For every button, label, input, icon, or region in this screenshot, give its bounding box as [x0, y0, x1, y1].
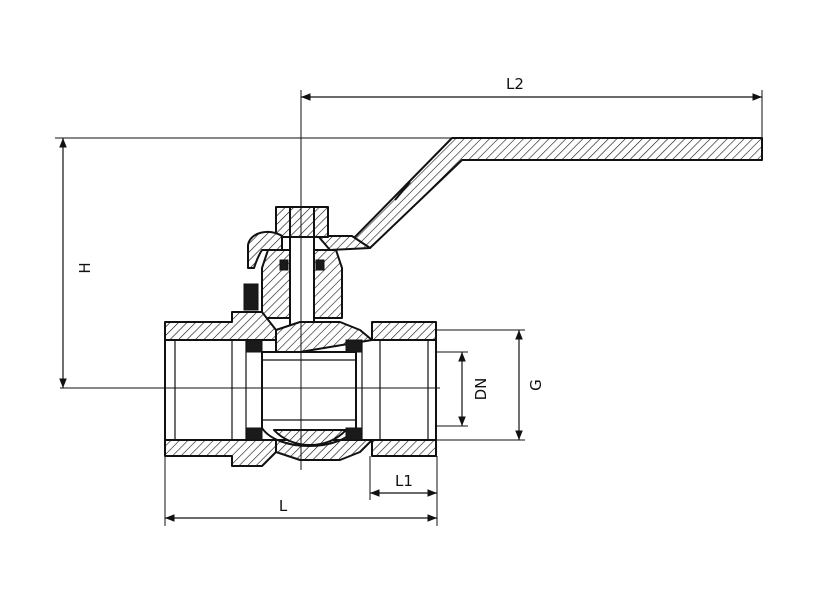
- center-lines: [60, 90, 440, 470]
- dimension-g: G: [436, 329, 545, 441]
- lever-handle: [317, 137, 763, 251]
- label-dn: DN: [472, 378, 490, 401]
- label-g: G: [527, 379, 545, 391]
- dimension-l: L: [164, 456, 438, 526]
- label-l: L: [279, 497, 288, 515]
- dimension-l2: L2: [301, 75, 763, 138]
- label-l2: L2: [506, 75, 524, 93]
- dimension-h: H: [55, 137, 452, 388]
- dimension-dn: DN: [436, 351, 490, 427]
- label-h: H: [76, 262, 94, 273]
- valve-stem: [243, 206, 343, 338]
- valve-body: [164, 311, 437, 467]
- label-l1: L1: [395, 472, 413, 490]
- dimension-l1: L1: [369, 456, 438, 500]
